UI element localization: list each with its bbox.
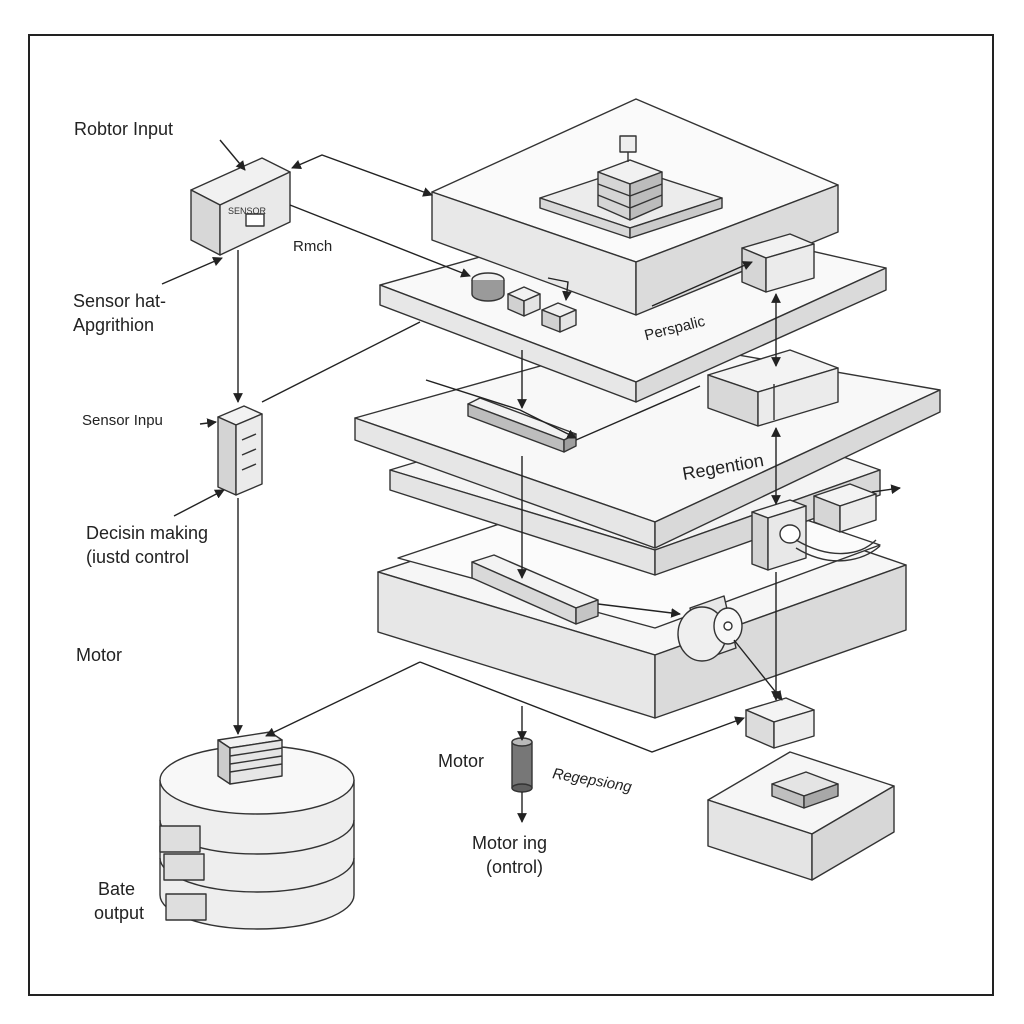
layer-top — [431, 98, 839, 316]
sensor-box-text: SENSOR — [228, 206, 267, 216]
base-block — [707, 751, 895, 881]
second-layer-bar — [467, 397, 577, 453]
label-sensor-hat-1: Sensor hat- — [73, 291, 167, 311]
label-robotor-input: Robtor Input — [74, 119, 174, 139]
label-motor-center: Motor — [438, 751, 485, 771]
bottom-layer-bar — [471, 554, 599, 625]
label-bate: Bate — [98, 879, 136, 899]
top-right-module — [741, 233, 815, 293]
label-decision-1: Decisin making — [86, 523, 209, 543]
label-sensor-hat-2: Apgrithion — [73, 315, 155, 335]
label-motor-left: Motor — [76, 645, 123, 665]
lower-right-module — [745, 697, 815, 749]
perspalic-components — [471, 272, 577, 333]
robot-input-module — [190, 157, 291, 256]
center-motor — [511, 737, 533, 793]
diagram-frame — [28, 34, 994, 996]
label-output: output — [94, 903, 145, 923]
label-decision-2: (iustd control — [86, 547, 190, 567]
second-layer-module — [707, 349, 839, 427]
sensor-input-box — [217, 405, 263, 496]
label-rmch: Rmch — [293, 238, 333, 255]
label-motoring-2: (ontrol) — [486, 857, 544, 877]
motor-cylinder — [677, 595, 743, 662]
battery-cylinder — [159, 731, 355, 930]
label-motoring-1: Motor ing — [472, 833, 548, 853]
connections — [161, 139, 901, 823]
label-sensor-input: Sensor Inpu — [82, 412, 163, 429]
